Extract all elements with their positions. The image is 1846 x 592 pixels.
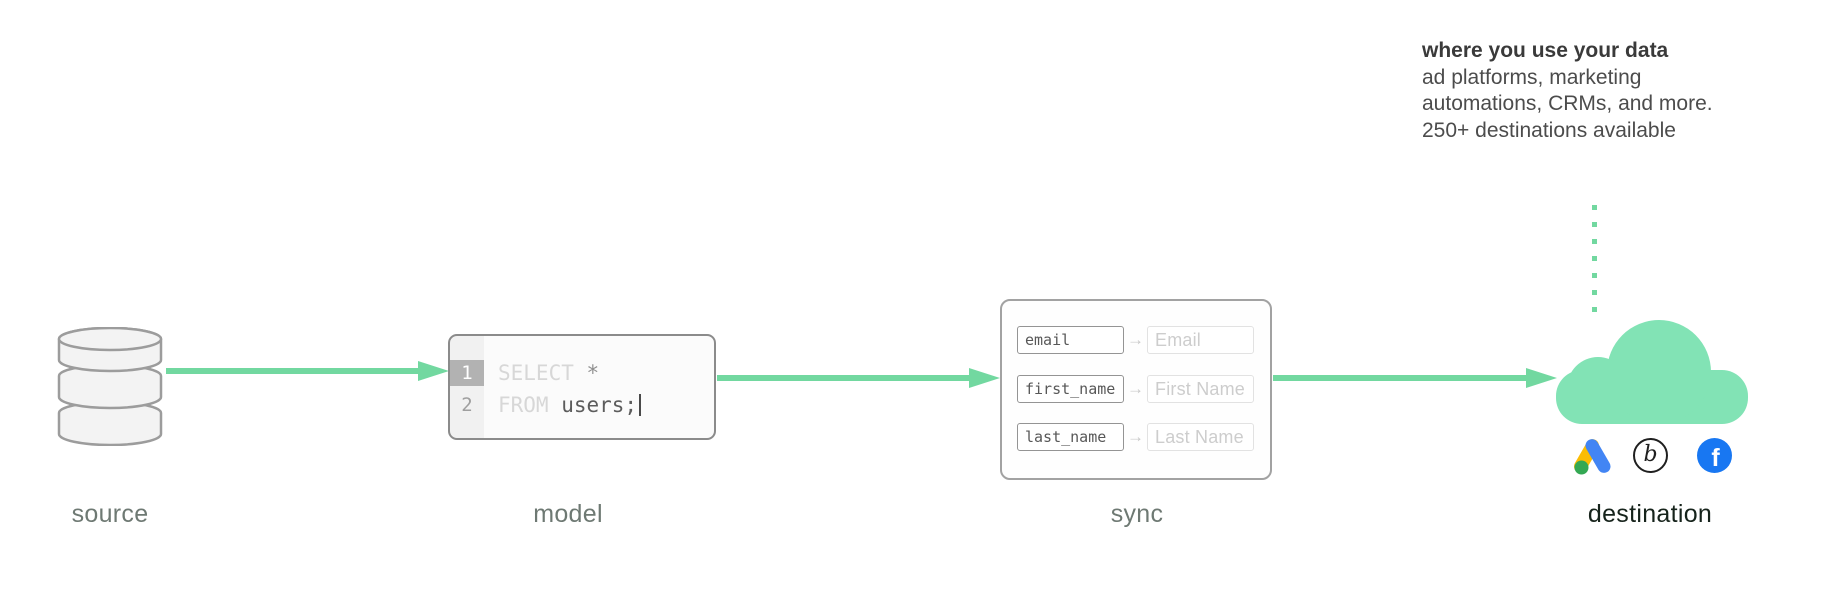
database-icon <box>57 327 163 446</box>
arrow-sync-to-destination <box>1273 368 1557 388</box>
sync-label: sync <box>1110 500 1164 528</box>
mapping-arrow-icon: → <box>1127 379 1144 398</box>
destination-note-line: ad platforms, marketing <box>1422 65 1642 89</box>
sql-operator: * <box>586 361 600 385</box>
arrow-model-to-sync <box>717 368 1000 388</box>
sql-keyword: FROM <box>498 393 562 417</box>
sql-code-line-1: SELECT * <box>484 361 599 385</box>
source-label: source <box>71 500 149 528</box>
facebook-glyph: f <box>1711 444 1720 472</box>
sql-identifier: users; <box>561 393 638 417</box>
mapping-row: last_name → Last Name <box>1017 423 1254 451</box>
sql-code-line-2: FROM users; <box>484 393 642 417</box>
destination-note-title: where you use your data <box>1422 39 1669 62</box>
sql-line-1: 1 SELECT * <box>450 360 599 386</box>
destination-field-box: First Name <box>1147 375 1254 403</box>
destination-note: where you use your data ad platforms, ma… <box>1422 38 1752 144</box>
source-field-box: first_name <box>1017 375 1124 403</box>
model-label: model <box>533 500 603 528</box>
destination-note-line: 250+ destinations available <box>1422 118 1676 142</box>
source-field-box: last_name <box>1017 423 1124 451</box>
sql-line-2: 2 FROM users; <box>450 392 642 418</box>
arrow-source-to-model <box>166 361 449 381</box>
braze-glyph: b <box>1643 442 1658 467</box>
destination-label: destination <box>1587 500 1713 528</box>
sql-editor: 1 SELECT * 2 FROM users; <box>448 334 716 440</box>
text-cursor <box>639 394 642 416</box>
cloud-icon <box>1556 320 1748 424</box>
line-number-2: 2 <box>461 394 473 416</box>
mapping-row: first_name → First Name <box>1017 375 1254 403</box>
field-mapping-panel: email → Email first_name → First Name la… <box>1000 299 1272 480</box>
mapping-row: email → Email <box>1017 326 1254 354</box>
google-ads-icon <box>1574 439 1611 475</box>
sql-keyword: SELECT <box>498 361 587 385</box>
mapping-arrow-icon: → <box>1127 330 1144 349</box>
facebook-icon: f <box>1697 438 1732 473</box>
mapping-arrow-icon: → <box>1127 427 1144 446</box>
destination-note-line: automations, CRMs, and more. <box>1422 92 1713 115</box>
destination-field-box: Last Name <box>1147 423 1254 451</box>
dotted-connector <box>1592 205 1597 315</box>
braze-icon: b <box>1633 438 1668 473</box>
destination-field-box: Email <box>1147 326 1254 354</box>
source-field-box: email <box>1017 326 1124 354</box>
line-number-1: 1 <box>450 360 484 386</box>
